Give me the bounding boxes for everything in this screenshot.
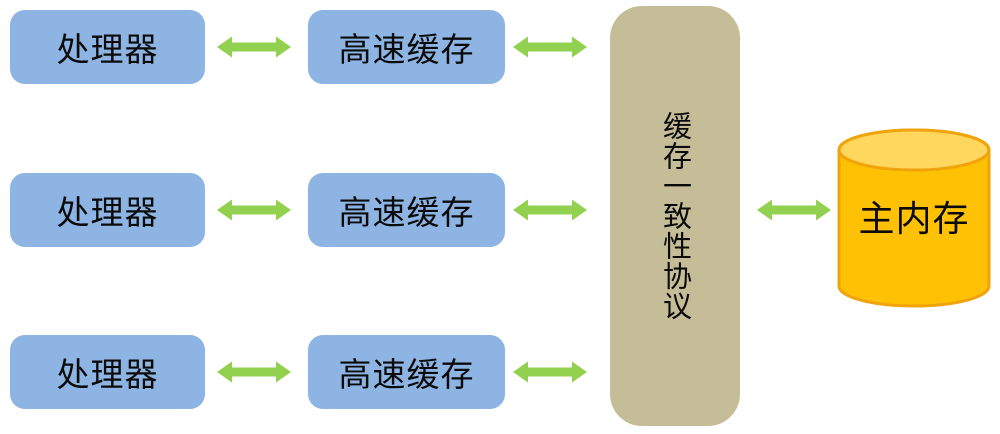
main-memory: 主内存 xyxy=(836,128,992,309)
cylinder-icon xyxy=(837,128,991,308)
double-arrow-icon xyxy=(217,361,291,383)
cache-label-2: 高速缓存 xyxy=(338,193,475,232)
double-arrow-icon xyxy=(513,361,587,383)
double-arrow-icon xyxy=(513,36,587,58)
double-arrow-icon xyxy=(757,199,831,221)
double-arrow-icon xyxy=(217,36,291,58)
double-arrow-icon xyxy=(513,199,587,221)
processor-box-1: 处理器 xyxy=(10,10,205,84)
processor-label-3: 处理器 xyxy=(56,355,159,394)
cache-box-1: 高速缓存 xyxy=(308,10,505,84)
processor-box-2: 处理器 xyxy=(10,173,205,247)
cache-box-2: 高速缓存 xyxy=(308,173,505,247)
double-arrow-icon xyxy=(217,199,291,221)
coherence-protocol-bar: 缓存一致性协议 xyxy=(610,6,740,426)
processor-box-3: 处理器 xyxy=(10,335,205,409)
processor-label-1: 处理器 xyxy=(56,30,159,69)
cache-box-3: 高速缓存 xyxy=(308,335,505,409)
cache-label-1: 高速缓存 xyxy=(338,30,475,69)
cache-label-3: 高速缓存 xyxy=(338,355,475,394)
protocol-label: 缓存一致性协议 xyxy=(658,111,693,321)
processor-label-2: 处理器 xyxy=(56,193,159,232)
memory-label: 主内存 xyxy=(858,199,970,240)
